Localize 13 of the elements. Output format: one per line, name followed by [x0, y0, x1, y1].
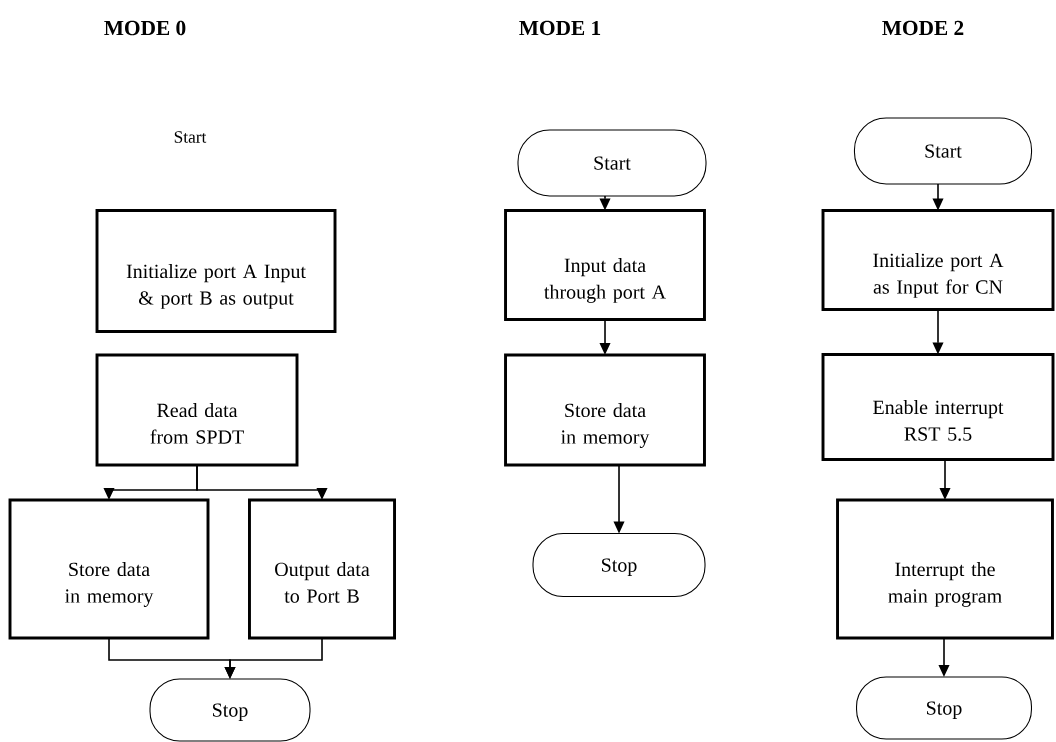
- process-box: Read data from SPDT: [95, 353, 299, 467]
- mode-heading: MODE 0: [104, 20, 186, 36]
- process-box: Initialize port A Input & port B as output: [95, 209, 337, 333]
- process-box: Interrupt the main program: [836, 498, 1054, 640]
- process-box: Store data in memory: [504, 353, 706, 467]
- process-box: Enable interrupt RST 5.5: [821, 353, 1055, 461]
- start-label: Start: [174, 131, 207, 143]
- process-box: Initialize port A as Input for CN: [821, 209, 1055, 311]
- process-box: Output data to Port B: [248, 498, 396, 640]
- process-box: Input data through port A: [504, 209, 706, 321]
- mode-heading: MODE 1: [519, 20, 601, 36]
- process-box: Store data in memory: [8, 498, 210, 640]
- mode-heading: MODE 2: [882, 20, 964, 36]
